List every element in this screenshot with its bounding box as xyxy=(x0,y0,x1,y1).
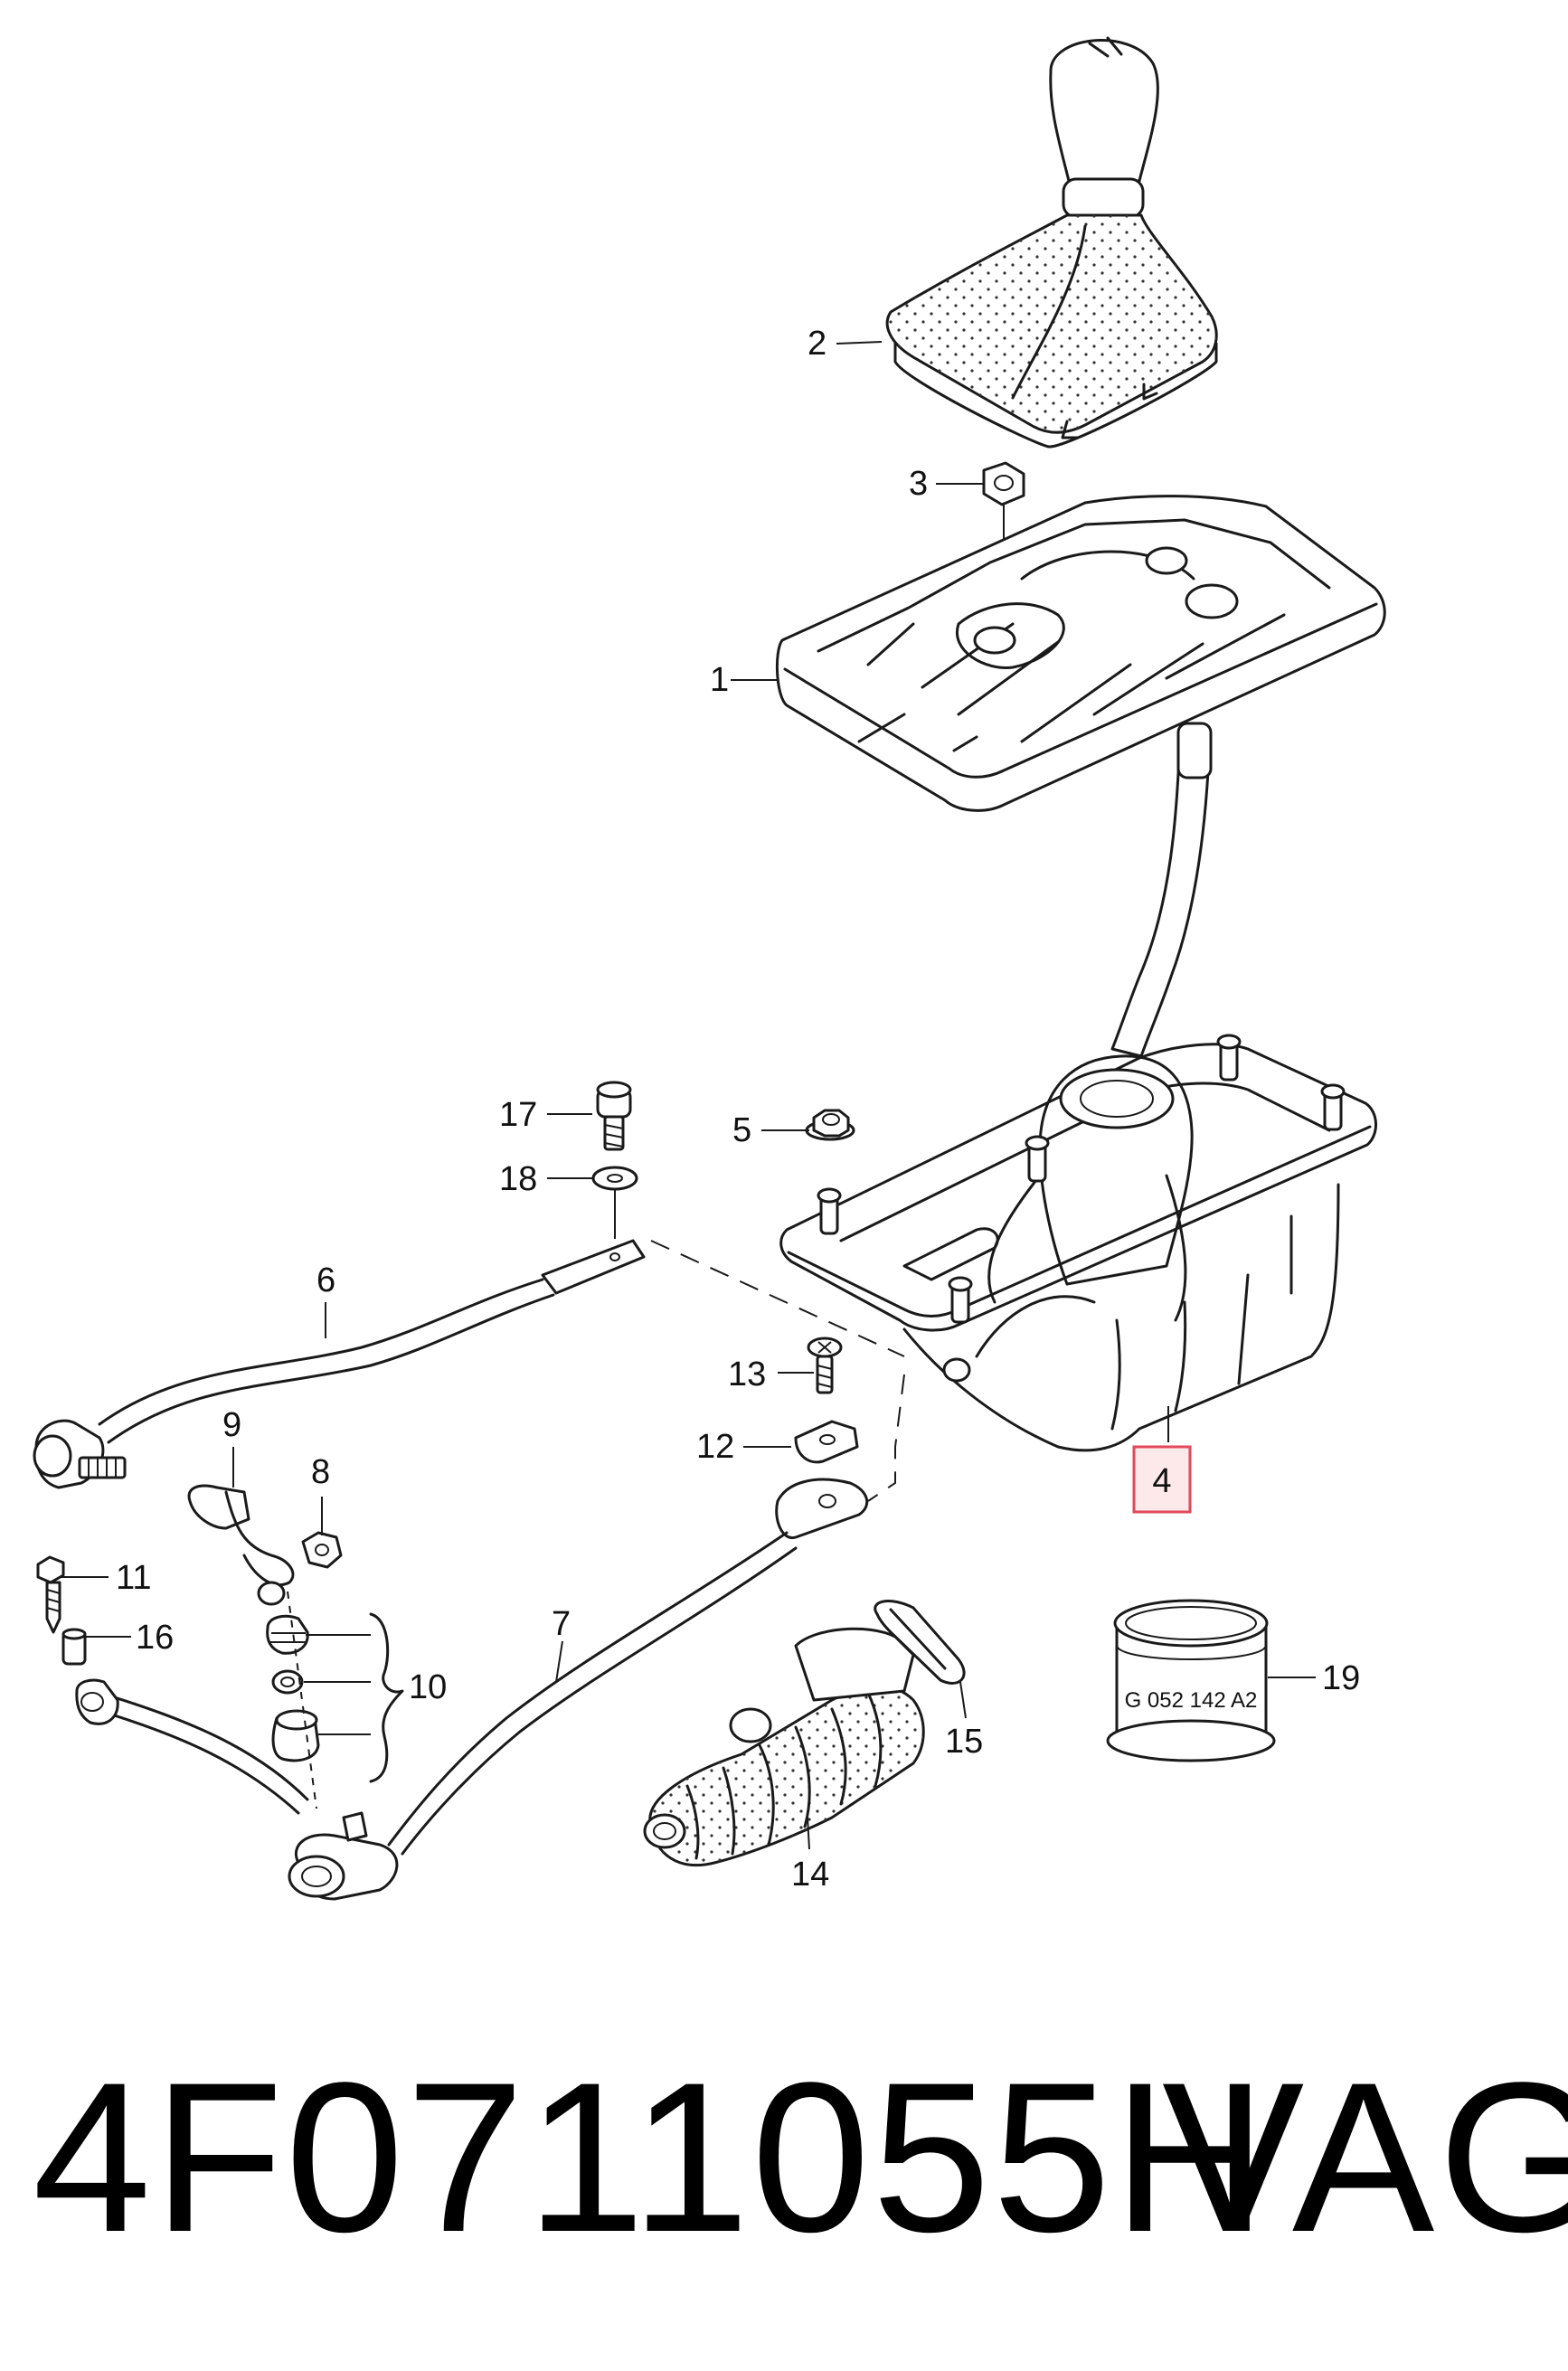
callout-14: 14 xyxy=(791,1856,829,1894)
cover-plate xyxy=(775,495,1386,812)
leader-lines xyxy=(61,341,1316,1850)
callout-2: 2 xyxy=(808,325,827,363)
sleeve-part-16 xyxy=(61,1628,87,1666)
link-rod xyxy=(75,1678,309,1815)
callout-12: 12 xyxy=(696,1428,734,1466)
callout-10: 10 xyxy=(409,1668,447,1706)
shifter-housing xyxy=(779,722,1377,1452)
callout-13: 13 xyxy=(728,1356,766,1393)
selector-cable-part-7 xyxy=(288,1478,869,1901)
callout-19: 19 xyxy=(1322,1659,1360,1697)
gear-knob-boot xyxy=(885,36,1218,449)
callout-8: 8 xyxy=(311,1453,330,1491)
flange-nut-part-5 xyxy=(805,1109,855,1141)
callout-15: 15 xyxy=(945,1723,983,1761)
callout-9: 9 xyxy=(222,1406,241,1444)
callout-3: 3 xyxy=(909,465,928,503)
screw-part-11 xyxy=(36,1555,65,1634)
rubber-boot-part-14 xyxy=(643,1627,925,1867)
part-number: 4F0711055H xyxy=(33,2038,1270,2277)
callout-6: 6 xyxy=(316,1261,335,1299)
assembly-guide-lines xyxy=(650,1240,905,1502)
seal-ring-part-19: G 052 142 A2 xyxy=(1106,1599,1276,1762)
retaining-ring-part-15 xyxy=(874,1600,967,1719)
clip-part-9 xyxy=(187,1484,295,1606)
callout-1: 1 xyxy=(710,661,729,699)
washer-part-18 xyxy=(591,1166,638,1239)
bolt-part-17 xyxy=(596,1081,632,1151)
screw-part-13 xyxy=(807,1337,843,1394)
callout-labels: 1 2 3 4 5 6 7 8 9 10 11 12 13 14 15 16 1… xyxy=(116,325,1360,1894)
callout-17: 17 xyxy=(499,1096,537,1134)
callout-18: 18 xyxy=(499,1160,537,1198)
callout-4-highlight-box xyxy=(1132,1445,1192,1514)
callout-4: 4 xyxy=(1152,1462,1171,1500)
callout-16: 16 xyxy=(136,1619,174,1657)
seal-stamp-text: G 052 142 A2 xyxy=(1125,1688,1258,1713)
bracket-part-12 xyxy=(794,1420,859,1464)
bushing-set-part-10 xyxy=(266,1591,404,1809)
callout-11: 11 xyxy=(116,1559,151,1597)
callout-7: 7 xyxy=(552,1605,571,1643)
nut-part-8 xyxy=(301,1531,343,1569)
brand-name: VAG xyxy=(1162,2038,1568,2277)
callout-5: 5 xyxy=(732,1111,751,1149)
selector-rod-part-6 xyxy=(33,1239,646,1489)
